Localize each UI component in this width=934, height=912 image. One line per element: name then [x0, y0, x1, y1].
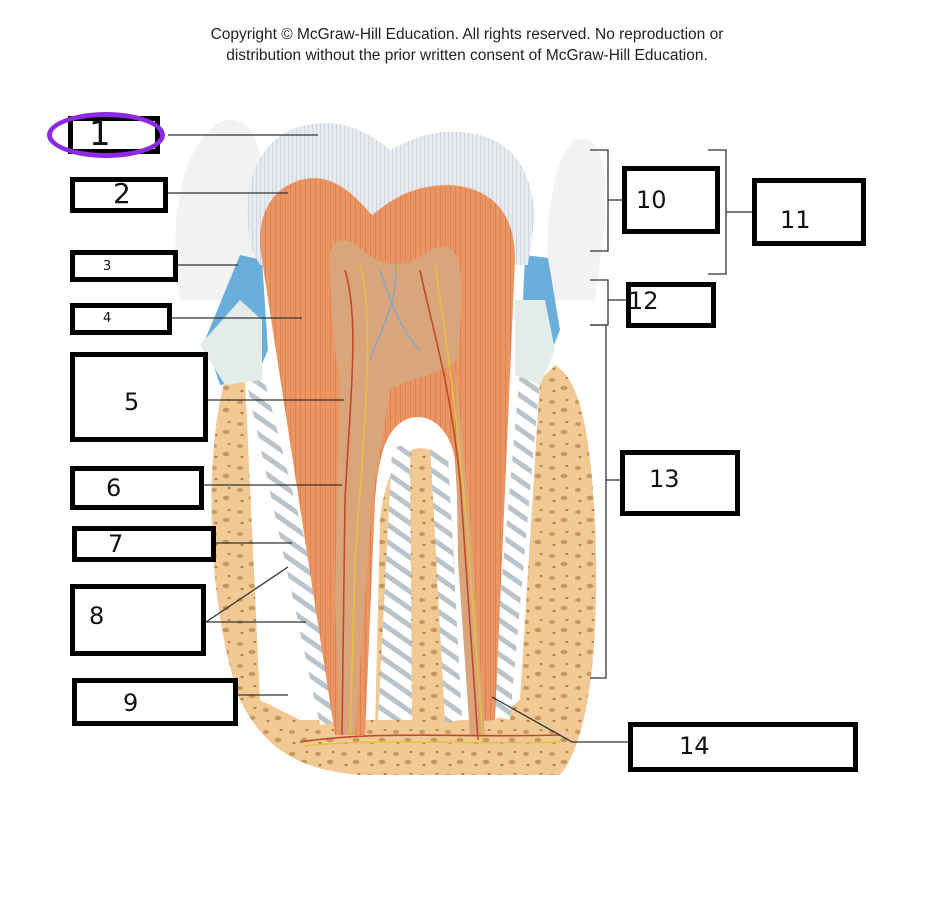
- nerve-vessel-4: [434, 264, 484, 741]
- label-13: 13: [649, 465, 680, 493]
- nerve-vessel-3: [419, 269, 479, 741]
- label-box-11[interactable]: [752, 178, 866, 246]
- copyright-notice: Copyright © McGraw-Hill Education. All r…: [0, 24, 934, 66]
- adjacent-tooth-left: [175, 120, 262, 300]
- nerve-vessel-1: [341, 269, 354, 736]
- label-box-4[interactable]: [70, 303, 172, 335]
- label-box-8[interactable]: [70, 584, 206, 656]
- label-12: 12: [628, 287, 659, 315]
- gingiva-right-tissue: [515, 300, 555, 385]
- label-box-2[interactable]: [70, 177, 168, 213]
- leader-8a: [205, 566, 289, 623]
- label-8: 8: [89, 602, 105, 630]
- label-box-6[interactable]: [70, 466, 204, 510]
- leader-lines: [168, 134, 752, 743]
- apical-nerves: [304, 741, 561, 747]
- periodontal-ligament-right: [490, 370, 540, 720]
- root-canal-right: [455, 365, 485, 735]
- apical-vessels: [299, 734, 561, 743]
- label-box-13[interactable]: [620, 450, 740, 516]
- label-7: 7: [108, 530, 124, 558]
- label-box-14[interactable]: [628, 722, 858, 772]
- label-14: 14: [679, 732, 710, 760]
- label-box-10[interactable]: [622, 166, 720, 234]
- label-box-12[interactable]: [626, 282, 716, 328]
- periodontal-ligament-inner: [378, 440, 462, 722]
- label-2: 2: [113, 177, 131, 210]
- highlight-circle: [47, 112, 165, 158]
- copyright-line-2: distribution without the prior written c…: [226, 47, 708, 64]
- gingiva-left-tissue: [200, 300, 262, 385]
- copyright-line-1: Copyright © McGraw-Hill Education. All r…: [210, 26, 724, 43]
- label-box-5[interactable]: [70, 352, 208, 442]
- adjacent-tooth-right: [547, 138, 606, 300]
- label-6: 6: [106, 474, 122, 502]
- label-box-3[interactable]: [70, 250, 178, 282]
- root-canal-left: [335, 380, 390, 735]
- bracket-13: [590, 324, 607, 679]
- label-3: 3: [103, 259, 112, 274]
- nerve-vessel-2: [349, 264, 369, 741]
- label-5: 5: [124, 388, 140, 416]
- label-10: 10: [636, 186, 667, 214]
- label-11: 11: [780, 206, 811, 234]
- label-box-9[interactable]: [72, 678, 238, 726]
- label-1: 1: [89, 114, 111, 154]
- label-4: 4: [103, 311, 112, 326]
- label-9: 9: [123, 689, 139, 717]
- leader-14: [491, 696, 628, 743]
- label-box-7[interactable]: [72, 526, 216, 562]
- nerve-vessel-5: [369, 261, 421, 361]
